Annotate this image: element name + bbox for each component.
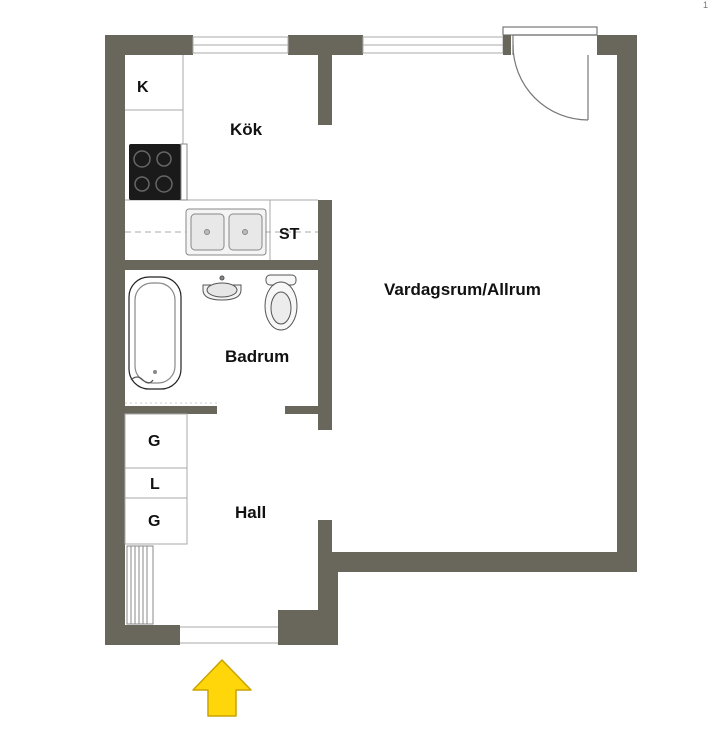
- closet-mid-label: L: [150, 476, 160, 493]
- wall-hall-right-upper: [318, 520, 332, 555]
- shoe-rack: [126, 545, 154, 625]
- wall-bath-hall-right: [285, 406, 332, 414]
- living-room-label: Vardagsrum/Allrum: [384, 280, 541, 299]
- wall-kitchen-living-upper: [318, 55, 332, 125]
- arrow-up-icon: [192, 659, 252, 717]
- bathtub: [128, 276, 182, 390]
- hall-label: Hall: [235, 503, 266, 522]
- storage-label: ST: [279, 226, 300, 243]
- corner-mark: 1: [703, 0, 708, 10]
- wall-living-bottom: [318, 552, 637, 572]
- wall-top-left: [105, 35, 193, 55]
- closet-top-label: G: [148, 433, 160, 450]
- stove: [129, 143, 188, 201]
- closet-bottom-label: G: [148, 513, 160, 530]
- entrance-door: [180, 626, 278, 644]
- wall-bottom-left: [105, 625, 180, 645]
- fridge-label: K: [137, 79, 149, 96]
- outer-walls: [105, 35, 637, 645]
- wall-right: [617, 35, 637, 572]
- wall-hall-right-lower: [318, 552, 338, 645]
- windows: [192, 36, 504, 54]
- fridge-unit: [125, 55, 183, 110]
- balcony-door: [502, 26, 598, 121]
- wall-top-mid: [288, 35, 363, 55]
- wall-bath-hall-left: [125, 406, 217, 414]
- kitchen-sink: [185, 208, 267, 256]
- toilet: [264, 274, 298, 331]
- wall-step-2: [278, 610, 318, 645]
- wall-kitchen-bath: [125, 260, 332, 270]
- bathroom-label: Badrum: [225, 347, 289, 366]
- kitchen-label: Kök: [230, 120, 263, 139]
- hall-closets: [124, 413, 188, 545]
- wall-kitchen-living-lower: [318, 200, 332, 430]
- bath-sink: [202, 275, 242, 301]
- interior-walls: [125, 55, 332, 555]
- wall-left: [105, 35, 125, 645]
